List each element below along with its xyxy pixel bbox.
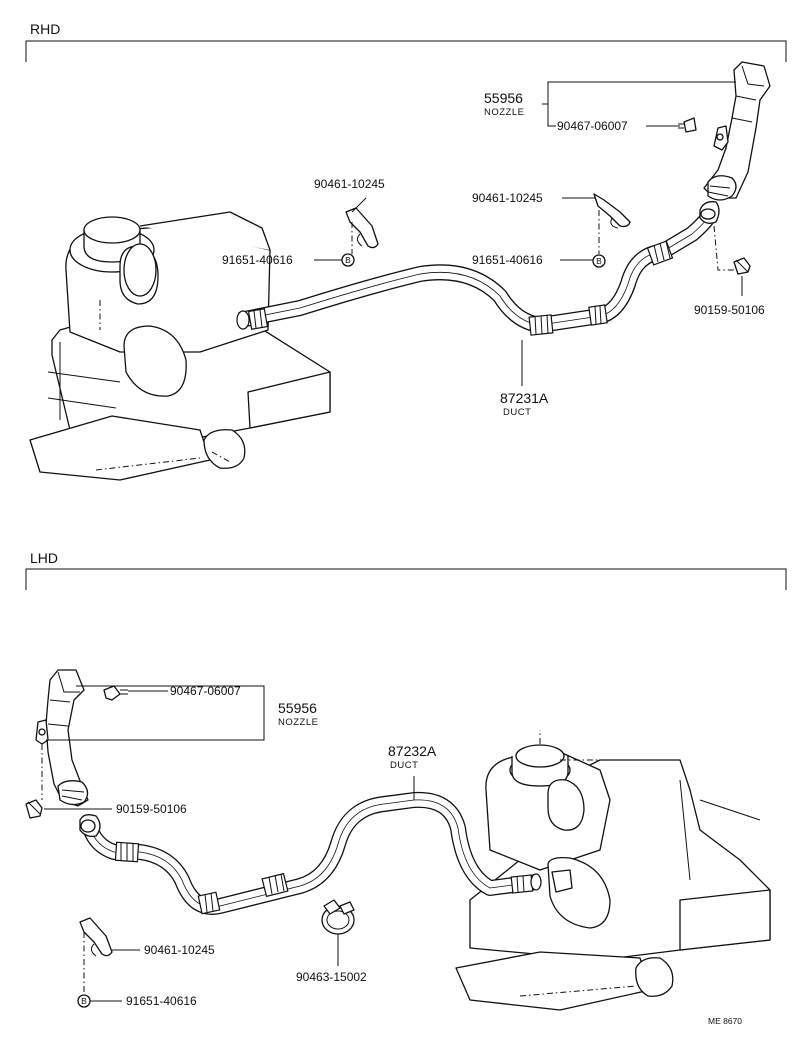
lhd-hose-clamp-label: 90463-15002 — [296, 970, 367, 984]
rhd-grommet-2: B — [592, 254, 606, 268]
rhd-leaders — [314, 81, 743, 386]
rhd-screw-label: 90467-06007 — [557, 119, 628, 133]
rhd-grommet-1-badge: B — [345, 255, 351, 265]
lhd-bolt-label: 90159-50106 — [116, 802, 187, 816]
rhd-nozzle-name: NOZZLE — [484, 107, 524, 118]
lhd-bolt — [25, 799, 43, 819]
rhd-screw — [678, 117, 697, 133]
rhd-heater-unit — [29, 211, 331, 481]
lhd-grommet: B — [77, 994, 91, 1008]
lhd-duct-name: DUCT — [390, 760, 418, 771]
rhd-grommet-1: B — [341, 253, 355, 267]
lhd-duct-number: 87232A — [388, 743, 437, 759]
lhd-section: LHD — [25, 550, 787, 1011]
lhd-clip-label: 90461-10245 — [144, 943, 215, 957]
lhd-grommet-label: 91651-40616 — [126, 994, 197, 1008]
lhd-nozzle — [35, 669, 89, 807]
lhd-title: LHD — [30, 550, 58, 566]
lhd-grommet-badge: B — [81, 996, 87, 1006]
lhd-screw — [103, 685, 128, 701]
rhd-bracket-line — [25, 40, 787, 62]
lhd-hose-clamp — [321, 899, 355, 935]
rhd-duct-number: 87231A — [500, 390, 549, 406]
lhd-heater-unit — [455, 730, 771, 1011]
lhd-nozzle-name: NOZZLE — [278, 717, 318, 728]
rhd-clip-1 — [345, 207, 379, 249]
rhd-grommet-1-label: 91651-40616 — [222, 253, 293, 267]
rhd-clip-2 — [593, 193, 631, 229]
rhd-nozzle — [703, 61, 771, 201]
lhd-screw-label: 90467-06007 — [170, 684, 241, 698]
lhd-nozzle-number: 55956 — [278, 700, 317, 716]
lhd-bracket-line — [25, 568, 787, 590]
rhd-bolt-label: 90159-50106 — [694, 303, 765, 317]
lhd-duct-hose — [79, 791, 542, 915]
lhd-leaders — [41, 685, 415, 1002]
rhd-grommet-2-label: 91651-40616 — [472, 253, 543, 267]
rhd-grommet-2-badge: B — [596, 256, 602, 266]
rhd-section: RHD — [25, 21, 787, 481]
rhd-duct-hose — [236, 201, 720, 336]
rhd-bolt — [733, 257, 751, 275]
rhd-title: RHD — [30, 21, 60, 37]
rhd-nozzle-number: 55956 — [484, 90, 523, 106]
rhd-clip-1-label: 90461-10245 — [314, 177, 385, 191]
rhd-clip-2-label: 90461-10245 — [472, 191, 543, 205]
lhd-clip — [79, 917, 113, 957]
reference-code: ME 8670 — [708, 1016, 742, 1026]
rhd-duct-name: DUCT — [503, 407, 531, 418]
